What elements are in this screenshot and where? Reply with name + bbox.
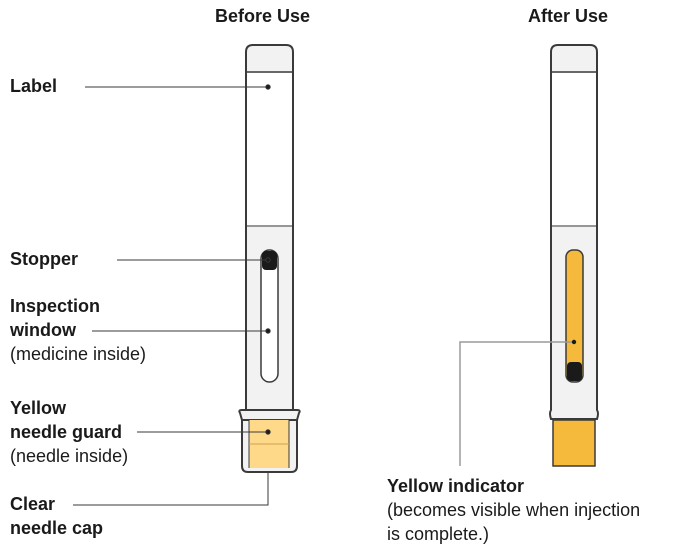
needle-guard-line2: needle guard	[10, 422, 123, 442]
extended-needle-guard	[552, 419, 596, 467]
label-area	[247, 73, 292, 225]
yellow-indicator-window	[565, 249, 584, 383]
needle-guard-sub: (needle inside)	[10, 446, 129, 466]
inspection-window-callout: Inspection window (medicine inside)	[10, 294, 146, 366]
inspection-window-line1: Inspection	[10, 296, 101, 316]
needle-cap-callout: Clear needle cap	[10, 492, 103, 540]
after-use-heading: After Use	[528, 6, 609, 26]
inspection-window-sub: (medicine inside)	[10, 344, 147, 364]
stopper-text: Stopper	[10, 249, 79, 269]
yellow-indicator-sub1: (becomes visible when injection	[387, 500, 641, 520]
needle-guard-callout: Yellow needle guard (needle inside)	[10, 396, 128, 468]
needle-guard-line1: Yellow	[10, 398, 67, 418]
yellow-indicator-callout: Yellow indicator (becomes visible when i…	[387, 474, 640, 546]
stopper-after	[567, 362, 582, 381]
indicator-leader	[459, 341, 574, 466]
needle-cap-leader	[73, 473, 269, 506]
yellow-indicator-sub2: is complete.)	[387, 524, 490, 544]
needle-cap-line2: needle cap	[10, 518, 104, 538]
yellow-indicator-title: Yellow indicator	[387, 476, 525, 496]
before-use-leaders	[73, 84, 271, 506]
stopper-callout: Stopper	[10, 247, 78, 271]
needle-guard-collar	[238, 409, 301, 421]
before-use-heading: Before Use	[215, 6, 311, 26]
inspection-window	[260, 249, 279, 383]
needle-cap-line1: Clear	[10, 494, 56, 514]
inspection-window-line2: window	[10, 320, 76, 340]
after-use-pen	[549, 44, 599, 467]
label-area-after	[552, 73, 596, 225]
before-use-pen	[238, 44, 301, 473]
after-use-leaders	[459, 339, 577, 466]
label-callout: Label	[10, 74, 57, 98]
label-text: Label	[10, 76, 58, 96]
